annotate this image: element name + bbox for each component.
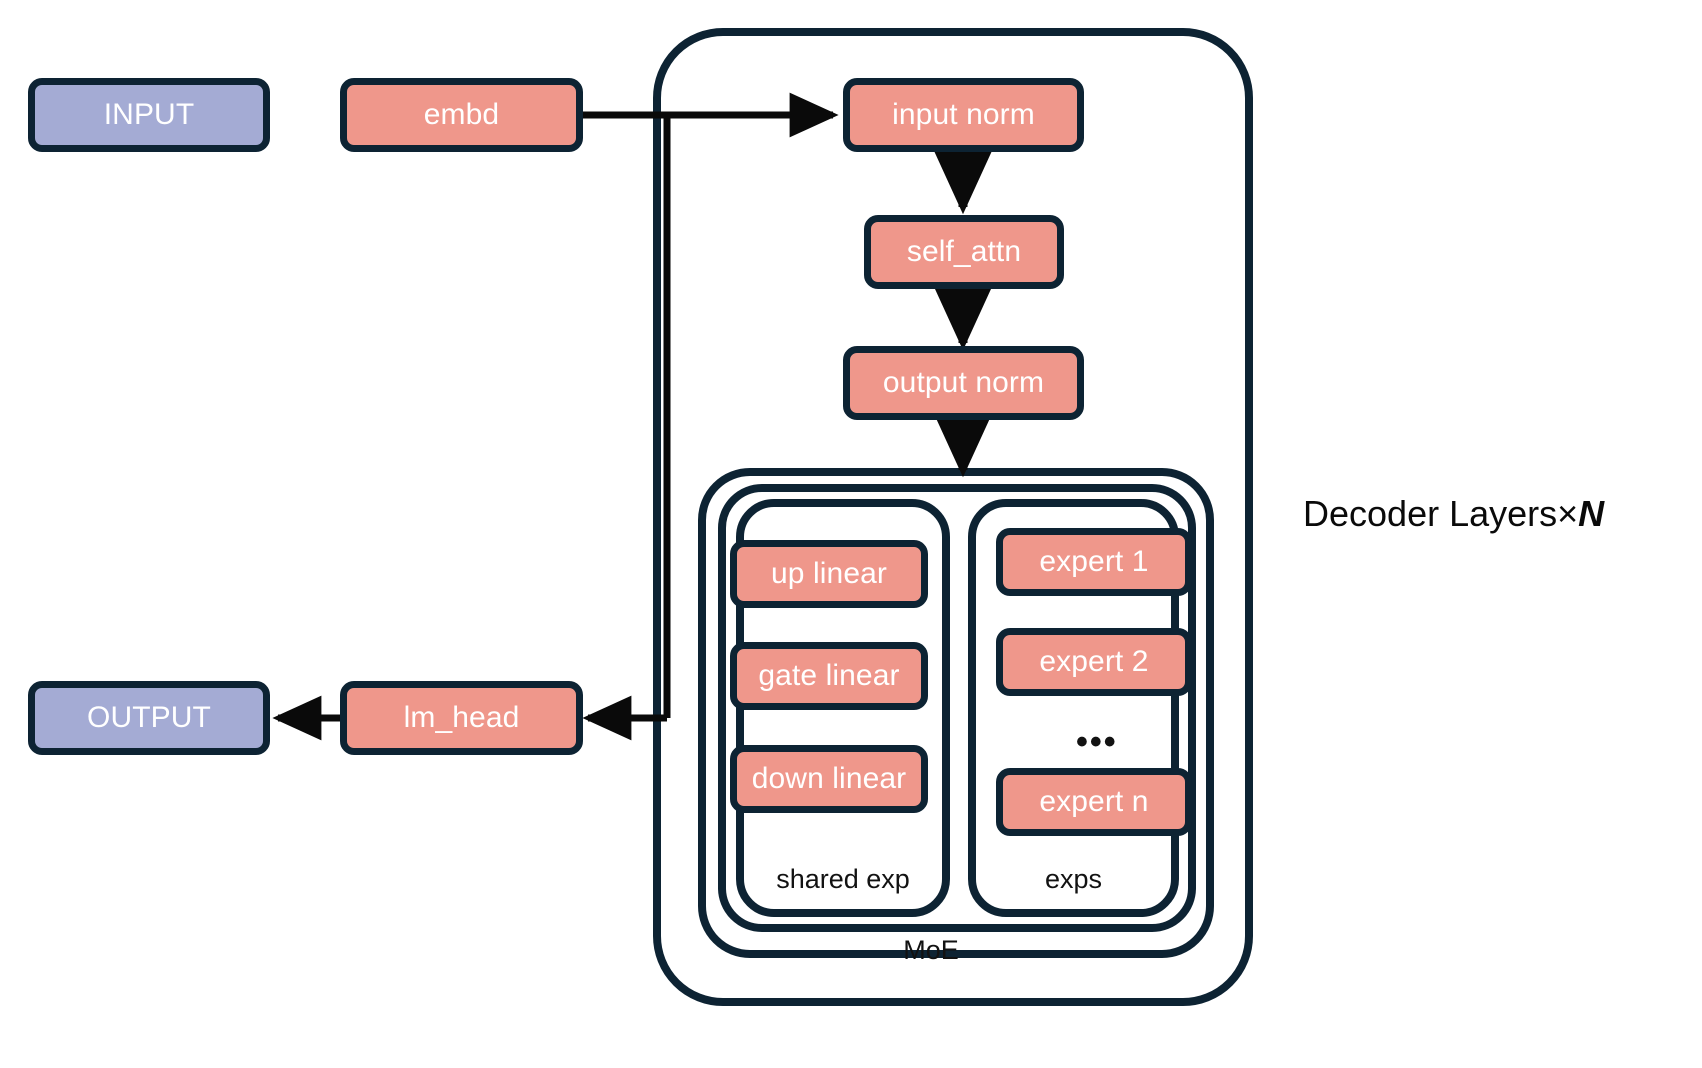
decoder-layers-container [653,28,1253,1006]
node-gate-linear-label: gate linear [758,659,900,692]
caption-decoder-layers: Decoder Layers×N [1303,493,1604,535]
node-embd[interactable]: embd [340,78,583,152]
node-lm-head[interactable]: lm_head [340,681,583,755]
label-moe: MoE [903,935,959,965]
label-shared-exp: shared exp [776,864,910,894]
caption-decoder-layers-variable: N [1578,493,1605,534]
caption-decoder-layers-prefix: Decoder Layers× [1303,493,1579,534]
node-expert-2[interactable]: expert 2 [996,628,1192,696]
node-output-norm[interactable]: output norm [843,346,1084,420]
node-expert-n-label: expert n [1039,785,1149,818]
node-lm-head-label: lm_head [403,701,520,734]
experts-ellipsis: ••• [1076,723,1118,761]
node-input-label: INPUT [103,98,195,131]
node-expert-n[interactable]: expert n [996,768,1192,836]
node-input-norm[interactable]: input norm [843,78,1084,152]
node-down-linear-label: down linear [751,762,907,795]
node-output[interactable]: OUTPUT [28,681,270,755]
node-output-norm-label: output norm [882,366,1045,399]
label-exps: exps [1044,864,1103,894]
node-gate-linear[interactable]: gate linear [730,642,928,710]
node-input[interactable]: INPUT [28,78,270,152]
node-output-label: OUTPUT [87,701,211,734]
node-input-norm-label: input norm [892,98,1035,131]
node-embd-label: embd [423,98,500,131]
node-self-attn-label: self_attn [906,235,1022,268]
node-expert-2-label: expert 2 [1039,645,1149,678]
node-expert-1-label: expert 1 [1039,545,1149,578]
node-expert-1[interactable]: expert 1 [996,528,1192,596]
node-up-linear-label: up linear [771,557,887,590]
node-self-attn[interactable]: self_attn [864,215,1064,289]
node-down-linear[interactable]: down linear [730,745,928,813]
node-up-linear[interactable]: up linear [730,540,928,608]
experts-container [968,499,1179,917]
moe-inner-container [718,484,1196,932]
